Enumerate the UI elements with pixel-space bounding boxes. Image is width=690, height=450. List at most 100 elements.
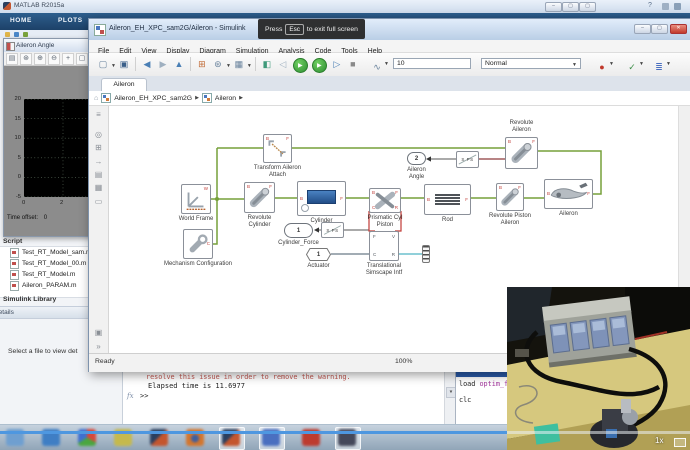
step-forward-icon[interactable]: ▷ [333,59,341,69]
list-item[interactable]: Aileron_PARAM.m [0,280,122,291]
block-ground[interactable] [422,245,430,263]
menu-help[interactable]: Help [367,48,383,55]
direction-icon[interactable]: → [94,156,103,166]
chevron-down-icon[interactable]: ▼ [246,63,252,69]
update-icon[interactable]: ✓ [628,61,636,72]
chevron-down-icon[interactable]: ▼ [384,61,389,67]
new-model-icon[interactable]: ▢ [98,59,108,69]
browser-icon[interactable]: » [96,341,101,351]
menu-diagram[interactable]: Diagram [199,48,226,55]
scope-icon[interactable]: ∿ [373,61,381,72]
playback-speed[interactable]: 1x [655,436,664,445]
collapse-icon[interactable]: ≡ [96,110,101,120]
chevron-down-icon[interactable]: ▼ [666,61,671,67]
simulink-maximize-button[interactable]: ▢ [651,24,668,34]
scope-titlebar[interactable]: Aileron Angle [4,39,94,53]
zoom-icon[interactable]: ◎ [95,129,102,139]
image-icon[interactable]: ▦ [94,183,103,193]
block-cylinder-force[interactable]: 1 [284,223,313,238]
simulink-minimize-button[interactable]: – [634,24,651,34]
breadcrumb-item-0[interactable]: Aileron_EH_XPC_sam2G [114,94,193,102]
block-aileron-angle-port[interactable]: 2 [407,152,426,165]
save-icon[interactable]: ▣ [119,59,129,69]
print-icon[interactable]: ▤ [6,52,18,65]
chevron-down-icon[interactable]: ▼ [639,61,644,67]
chevron-down-icon[interactable]: ▼ [111,63,116,69]
menu-edit[interactable]: Edit [119,48,132,55]
viewmark-icon[interactable]: ▣ [94,328,103,338]
menu-analysis[interactable]: Analysis [278,48,305,55]
fit-view-icon[interactable]: ⊞ [95,143,102,153]
debug-icon[interactable]: ● [599,62,605,72]
stop-time-input[interactable]: 10 [393,58,471,69]
quickbar-icon[interactable] [23,32,28,37]
menu-file[interactable]: File [98,48,110,55]
run-icon[interactable]: ▶ [311,58,327,73]
model-hierarchy-icon[interactable]: ⌂ [94,94,99,102]
run-icon[interactable]: ▶ [292,58,308,73]
video-progress-played[interactable] [0,431,507,434]
annotation-icon[interactable]: ▤ [94,169,103,179]
block-mechanism-configuration[interactable]: C [183,229,213,259]
menu-code[interactable]: Code [314,48,332,55]
miniplayer-icon[interactable] [674,438,686,447]
menu-simulation[interactable]: Simulation [235,48,269,55]
autoscale-icon[interactable]: ▢ [76,52,88,65]
chevron-down-icon[interactable]: ▼ [609,61,614,67]
settings-icon[interactable]: ⊛ [20,52,32,65]
back-icon[interactable]: ◀ [143,59,151,69]
quickbar-icon[interactable] [14,32,19,37]
command-window[interactable]: resolve this issue in order to remove th… [122,370,456,425]
list-item[interactable]: Test_RT_Model_00.m [0,258,122,269]
command-scrollbar[interactable]: ▼ [444,371,456,425]
matlab-user-icon[interactable] [674,3,681,10]
forward-icon[interactable]: ▶ [159,59,167,69]
mode-select[interactable]: Normal ▼ [481,58,581,69]
matlab-minimize-button[interactable]: – [545,2,562,12]
matlab-restore-button[interactable]: ▢ [579,2,596,12]
tab-home[interactable]: HOME [10,17,32,24]
step-back-icon[interactable]: ◁ [279,59,287,69]
list-item[interactable]: Test_RT_Model.m [0,269,122,280]
zoom-out-icon[interactable]: ⊖ [48,52,60,65]
tab-aileron[interactable]: Aileron [101,78,147,91]
breadcrumb-item-1[interactable]: Aileron [214,94,237,102]
build-icon[interactable]: ≣ [655,61,663,72]
tab-plots[interactable]: PLOTS [58,17,83,24]
block-world-frame[interactable]: W [181,184,211,214]
editor-pane[interactable]: load optim_f clc [455,370,508,424]
simulink-titlebar[interactable]: Aileron_EH_XPC_sam2G/Aileron - Simulink … [89,19,690,41]
simulink-close-button[interactable]: ✕ [670,24,687,34]
pan-icon[interactable]: + [62,52,74,65]
block-converter-angle[interactable]: S PS [456,151,479,168]
video-progress-remaining[interactable] [507,431,690,434]
list-item[interactable]: Test_RT_Model_sam.m [0,247,122,258]
block-converter-force[interactable]: S PS [321,222,344,238]
layout-icon[interactable]: ▦ [234,59,244,69]
menu-view[interactable]: View [141,48,157,55]
matlab-maximize-button[interactable]: ▢ [562,2,579,12]
matlab-notify-icon[interactable] [662,3,669,10]
up-icon[interactable]: ▲ [174,59,184,69]
settings-icon[interactable]: ⊛ [214,59,222,69]
chevron-down-icon[interactable]: ▼ [225,63,231,69]
library-browser-icon[interactable]: ⊞ [198,59,206,69]
menu-tools[interactable]: Tools [341,48,358,55]
zoom-in-icon[interactable]: ⊕ [34,52,46,65]
stop-icon[interactable]: ■ [350,59,356,69]
area-icon[interactable]: ▭ [94,196,103,206]
menu-display[interactable]: Display [166,48,190,55]
block-actuator[interactable]: 1 [306,248,331,261]
quickbar-icon[interactable] [5,32,10,37]
simscape-icon[interactable]: ◧ [262,59,272,69]
matlab-help-icon[interactable]: ? [648,2,652,9]
